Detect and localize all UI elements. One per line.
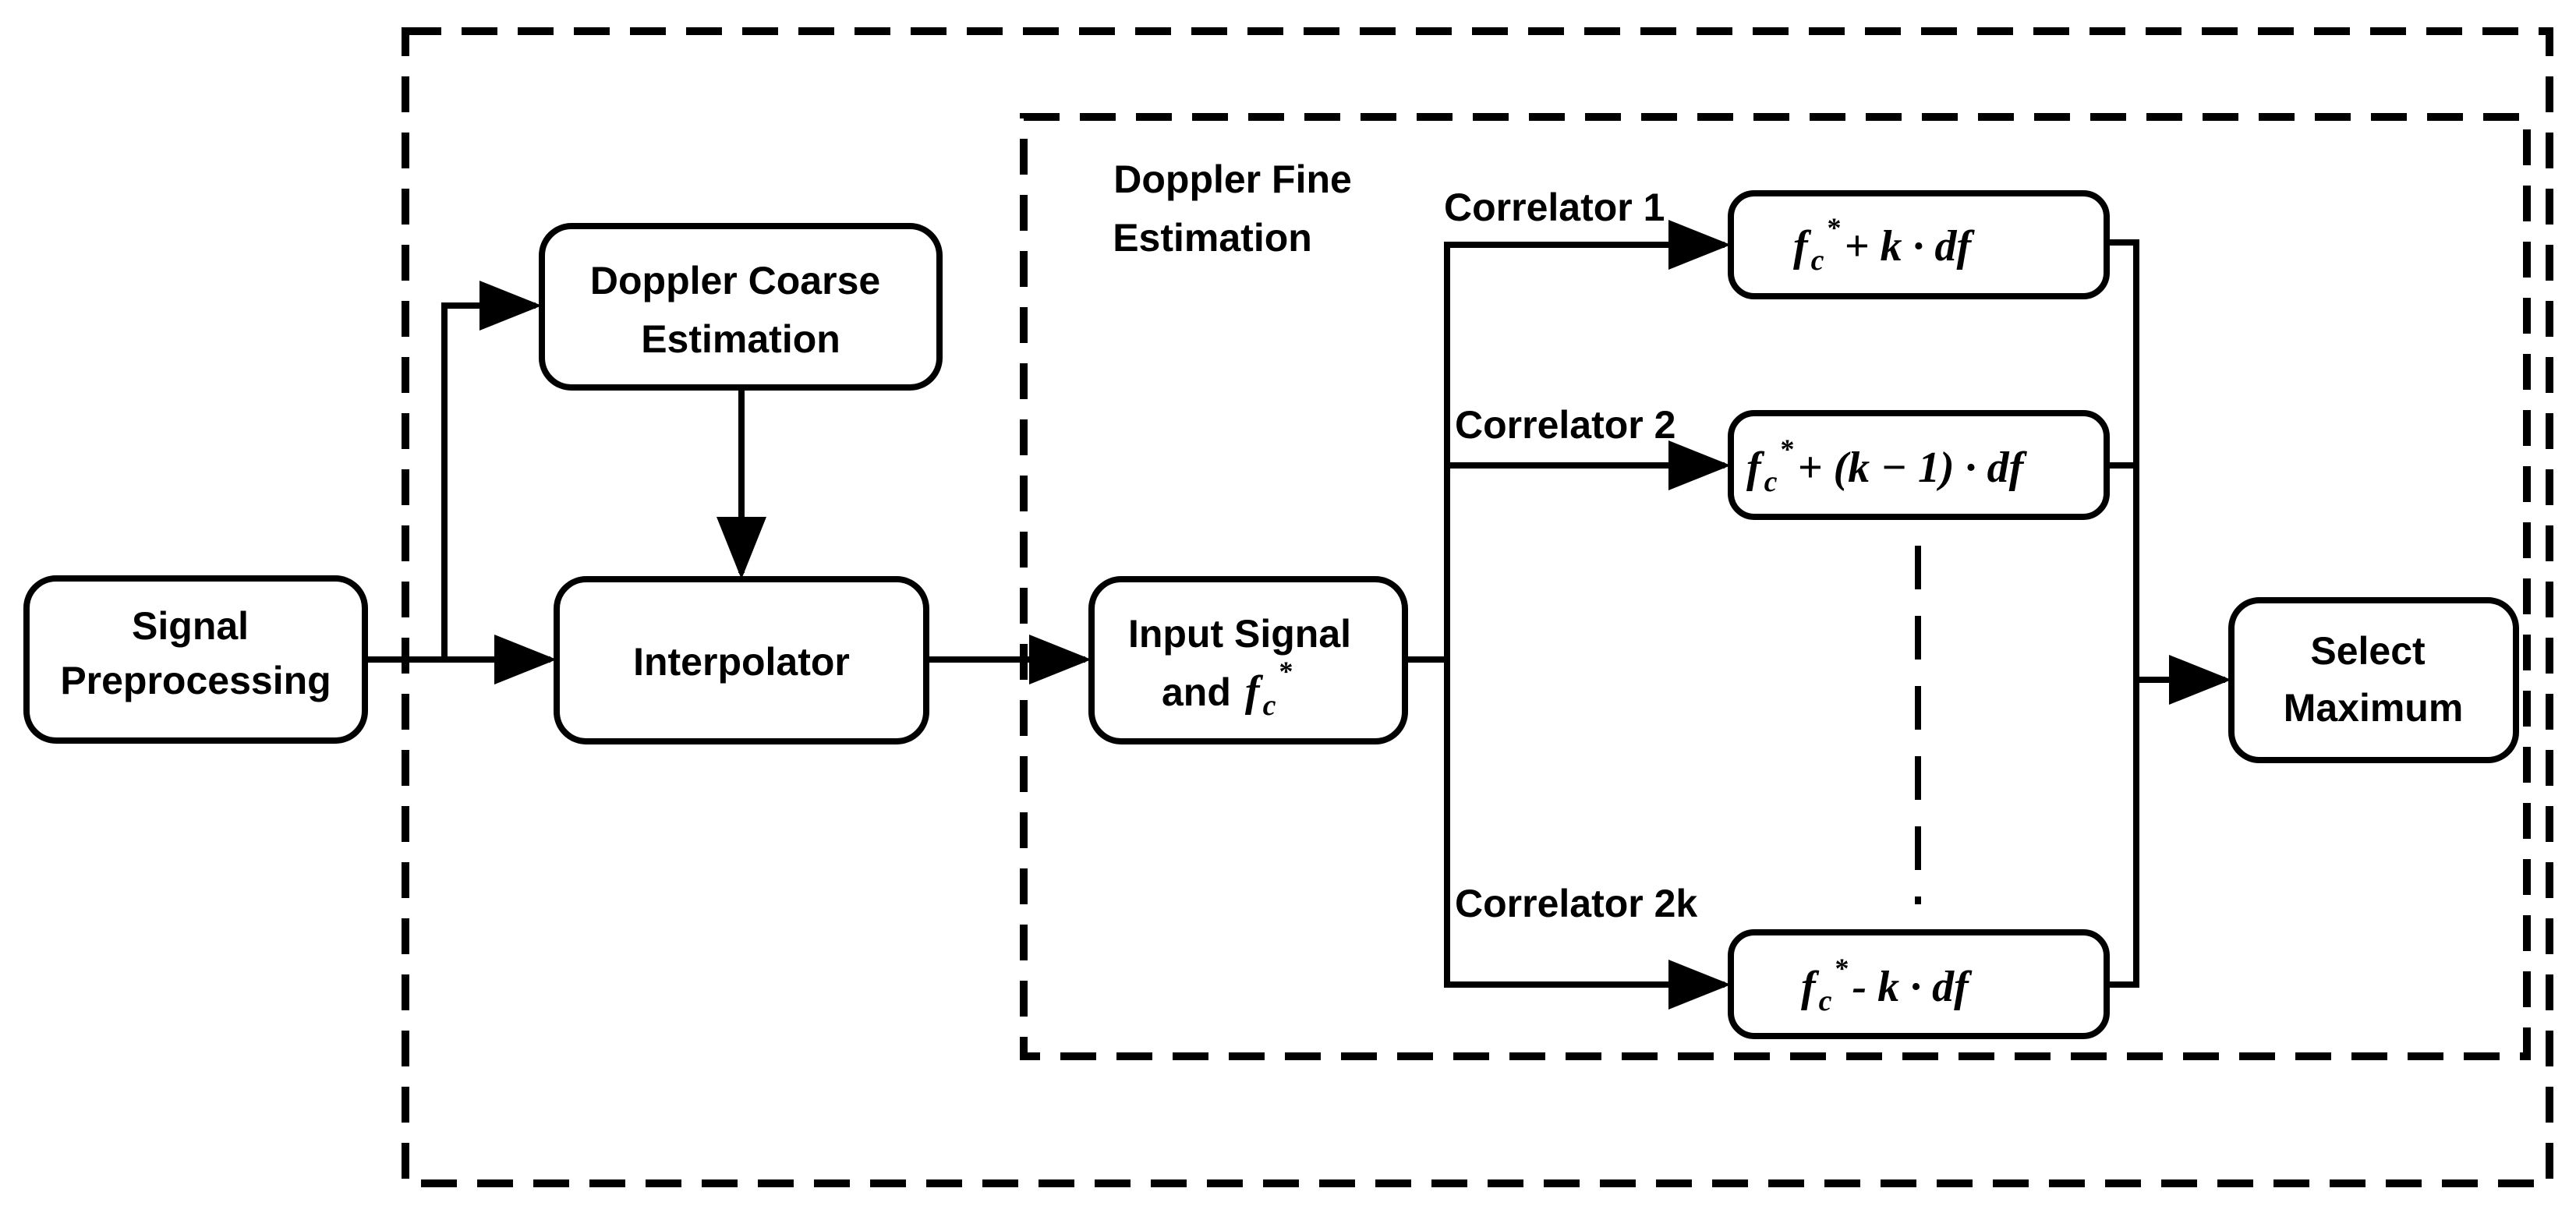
input-signal-sup: * <box>1279 656 1293 687</box>
fine-estimation-frame <box>1020 113 2531 1060</box>
input-signal-sub: c <box>1263 689 1276 722</box>
fine-estimation-title-line1: Doppler Fine <box>1113 157 1352 201</box>
signal-preprocessing-line1: Signal <box>132 604 249 648</box>
input-signal-block: Input Signal and f c * <box>1088 576 1408 744</box>
fine-estimation-title: Doppler Fine Estimation <box>1113 157 1363 260</box>
signal-preprocessing-block: Signal Preprocessing <box>23 575 368 744</box>
correlator-2k-sup: * <box>1835 953 1849 984</box>
correlator-2-sub: c <box>1764 465 1778 498</box>
correlator-1-label: Correlator 1 <box>1444 186 1665 229</box>
correlator-1-sup: * <box>1828 212 1842 243</box>
input-signal-line2: and f c * <box>1162 656 1293 722</box>
connectors <box>365 220 2231 1010</box>
correlator-2k-sub: c <box>1819 985 1832 1017</box>
signal-preprocessing-line2: Preprocessing <box>60 659 331 702</box>
select-maximum-line1: Select <box>2310 629 2426 673</box>
coarse-estimation-line2: Estimation <box>641 317 840 361</box>
correlator-1-output-line <box>2107 239 2139 988</box>
interpolator-block: Interpolator <box>554 576 929 744</box>
doppler-coarse-estimation-block: Doppler Coarse Estimation <box>539 223 943 391</box>
correlator-2-sup: * <box>1781 433 1795 465</box>
correlator-2-block: f c * + (k − 1) · df <box>1728 410 2110 520</box>
correlator-2k-expression: f c * - k · df <box>1801 953 1973 1017</box>
correlator-2-expr: + (k − 1) · df <box>1798 444 2028 492</box>
svg-text:Doppler Coarse Estimatio: Doppler Coarse Estimation <box>590 259 891 361</box>
coarse-estimation-line1: Doppler Coarse <box>590 259 880 302</box>
correlator-1-sub: c <box>1811 244 1824 277</box>
outer-dashed-frame <box>402 27 2553 1187</box>
correlator-2k-expr: - k · df <box>1852 963 1973 1011</box>
correlator-2k-block: f c * - k · df <box>1728 929 2110 1039</box>
correlator-1-block: f c * + k · df <box>1728 190 2110 299</box>
input-signal-and: and <box>1162 670 1231 714</box>
correlator-1-expression: f c * + k · df <box>1793 212 1975 277</box>
select-maximum-block: Select Maximum <box>2228 597 2519 763</box>
correlator-2-label: Correlator 2 <box>1455 403 1675 447</box>
correlator-1-expr: + k · df <box>1845 222 1976 271</box>
fine-estimation-title-line2: Estimation <box>1113 216 1312 260</box>
svg-text:Select Maximum: Select Maximum <box>2284 629 2464 730</box>
select-maximum-line2: Maximum <box>2284 686 2464 730</box>
interpolator-label: Interpolator <box>633 640 850 684</box>
svg-text:Signal Preprocessing: Signal Preprocessing <box>60 604 331 702</box>
correlator-2k-label: Correlator 2k <box>1455 882 1697 925</box>
input-signal-line1: Input Signal <box>1128 612 1351 656</box>
